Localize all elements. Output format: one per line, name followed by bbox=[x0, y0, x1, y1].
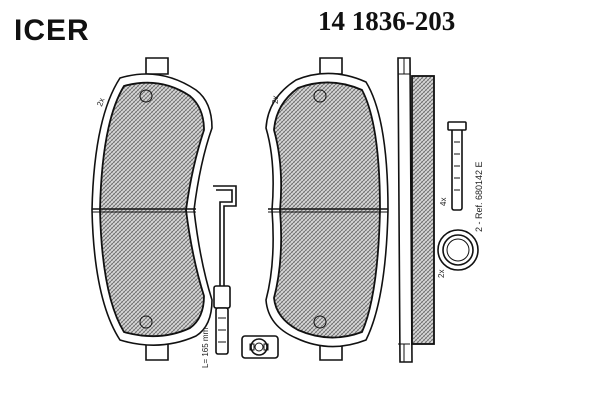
pad-left-hole-top bbox=[139, 89, 153, 103]
ring-count: 2x bbox=[437, 270, 446, 278]
sensor-plug bbox=[213, 285, 231, 309]
side-friction-material bbox=[411, 75, 435, 345]
pad-left-top-tab bbox=[145, 57, 169, 75]
pad-left-hole-bottom bbox=[139, 315, 153, 329]
brake-pad-middle: 2x bbox=[265, 57, 389, 361]
sensor-length-label: L= 165 mm bbox=[201, 327, 210, 368]
part-number: 14 1836-203 bbox=[318, 6, 455, 36]
wear-sensor: L= 165 mm bbox=[201, 185, 279, 368]
brand-logo: ICER bbox=[14, 14, 90, 47]
pad-middle-hole-bottom bbox=[313, 315, 327, 329]
reference-label: 2 - Ref. 680142 E bbox=[474, 161, 484, 232]
side-backing-plate bbox=[397, 57, 413, 363]
clip-count: 4x bbox=[439, 198, 448, 206]
pad-middle-hole-top bbox=[313, 89, 327, 103]
retaining-ring-icon: 2x bbox=[437, 229, 479, 278]
brake-pad-left: 2x bbox=[91, 57, 213, 361]
pad-middle-count: 2x bbox=[271, 96, 280, 104]
brake-pad-side-view bbox=[397, 57, 435, 363]
sensor-connector-icon bbox=[241, 335, 279, 359]
pad-middle-friction-material bbox=[273, 81, 381, 339]
pad-middle-top-tab bbox=[319, 57, 343, 75]
pad-left-count: 2x bbox=[95, 97, 106, 108]
pad-left-bottom-tab bbox=[145, 343, 169, 361]
anti-squeal-clip-icon: 4x bbox=[439, 121, 467, 211]
sensor-wire bbox=[213, 185, 237, 288]
sensor-plug-body bbox=[215, 307, 229, 355]
